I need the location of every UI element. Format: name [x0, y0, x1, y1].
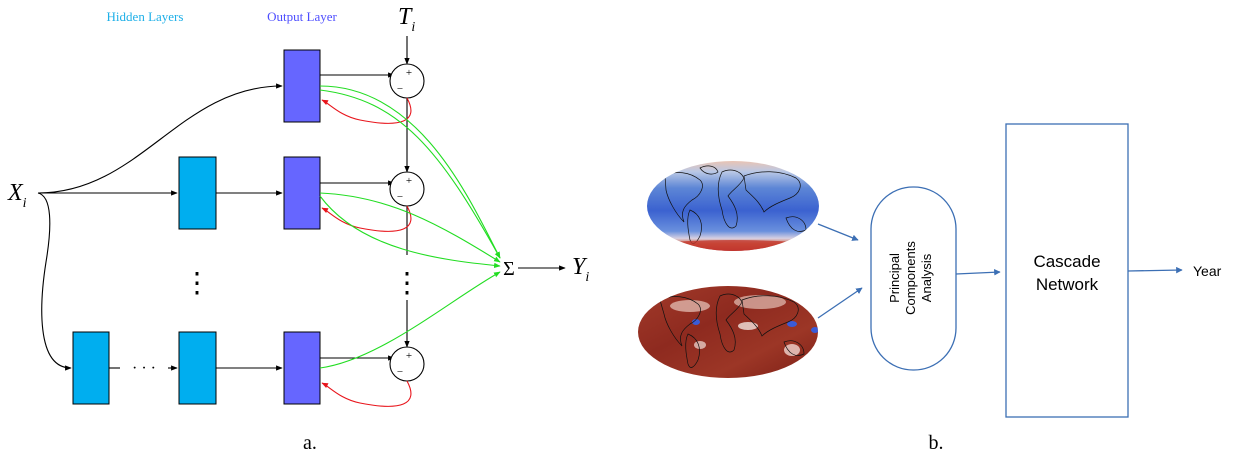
arrow-temp-to-pca — [817, 223, 859, 241]
temperature-map — [647, 161, 819, 251]
output-layer-box-row2 — [283, 156, 321, 230]
summing-junction-row2: + − — [389, 171, 425, 207]
summing-junction-row1: + − — [389, 63, 425, 99]
arrow-network-to-year — [1127, 266, 1183, 274]
input-connections — [37, 36, 566, 371]
legend-hidden-layers: Hidden Layers — [107, 9, 184, 24]
output-layer-box-row1 — [283, 49, 321, 123]
hidden-layer-box-row2 — [178, 156, 217, 230]
error-feedback-arrows — [321, 97, 412, 407]
svg-text:Principal: Principal — [887, 253, 902, 303]
sum-symbol: Σ — [503, 258, 515, 280]
output-label-y: Yi — [572, 254, 589, 285]
arrow-prec-to-pca — [817, 287, 863, 319]
svg-text:Components: Components — [903, 241, 918, 315]
panel-a: Hidden Layers Output Layer Xi Ti — [7, 4, 589, 454]
svg-text:+: + — [406, 67, 412, 79]
caption-a: a. — [303, 432, 317, 454]
vertical-ellipsis-sum: ⋮ — [393, 268, 421, 299]
panel-b: Principal Components Analysis Cascade Ne… — [638, 123, 1222, 454]
svg-text:Analysis: Analysis — [919, 253, 934, 302]
horizontal-ellipsis: · · · — [132, 360, 156, 377]
output-layer-box-row3 — [283, 331, 321, 405]
combination-arrows — [319, 85, 501, 369]
pca-label: Principal Components Analysis — [887, 241, 934, 315]
vertical-ellipsis-hidden: ⋮ — [183, 268, 211, 299]
caption-b: b. — [929, 432, 944, 454]
cascade-network-label-2: Network — [1036, 275, 1099, 294]
pca-box — [870, 186, 957, 371]
svg-text:−: − — [397, 366, 403, 378]
arrow-pca-to-network — [955, 269, 1001, 276]
hidden-layer-box-row3-last — [178, 331, 217, 405]
hidden-layer-box-row3-first — [72, 331, 110, 405]
precipitation-map — [638, 286, 818, 378]
year-label: Year — [1193, 263, 1222, 279]
svg-text:+: + — [406, 350, 412, 362]
target-label-t: Ti — [398, 4, 415, 35]
legend-output-layer: Output Layer — [267, 9, 337, 24]
summing-junction-row3: + − — [389, 346, 425, 382]
svg-text:+: + — [406, 175, 412, 187]
cascade-network-box — [1005, 123, 1129, 418]
cascade-network-label-1: Cascade — [1033, 252, 1100, 271]
svg-text:−: − — [397, 191, 403, 203]
input-label-x: Xi — [7, 180, 27, 211]
svg-text:−: − — [397, 83, 403, 95]
